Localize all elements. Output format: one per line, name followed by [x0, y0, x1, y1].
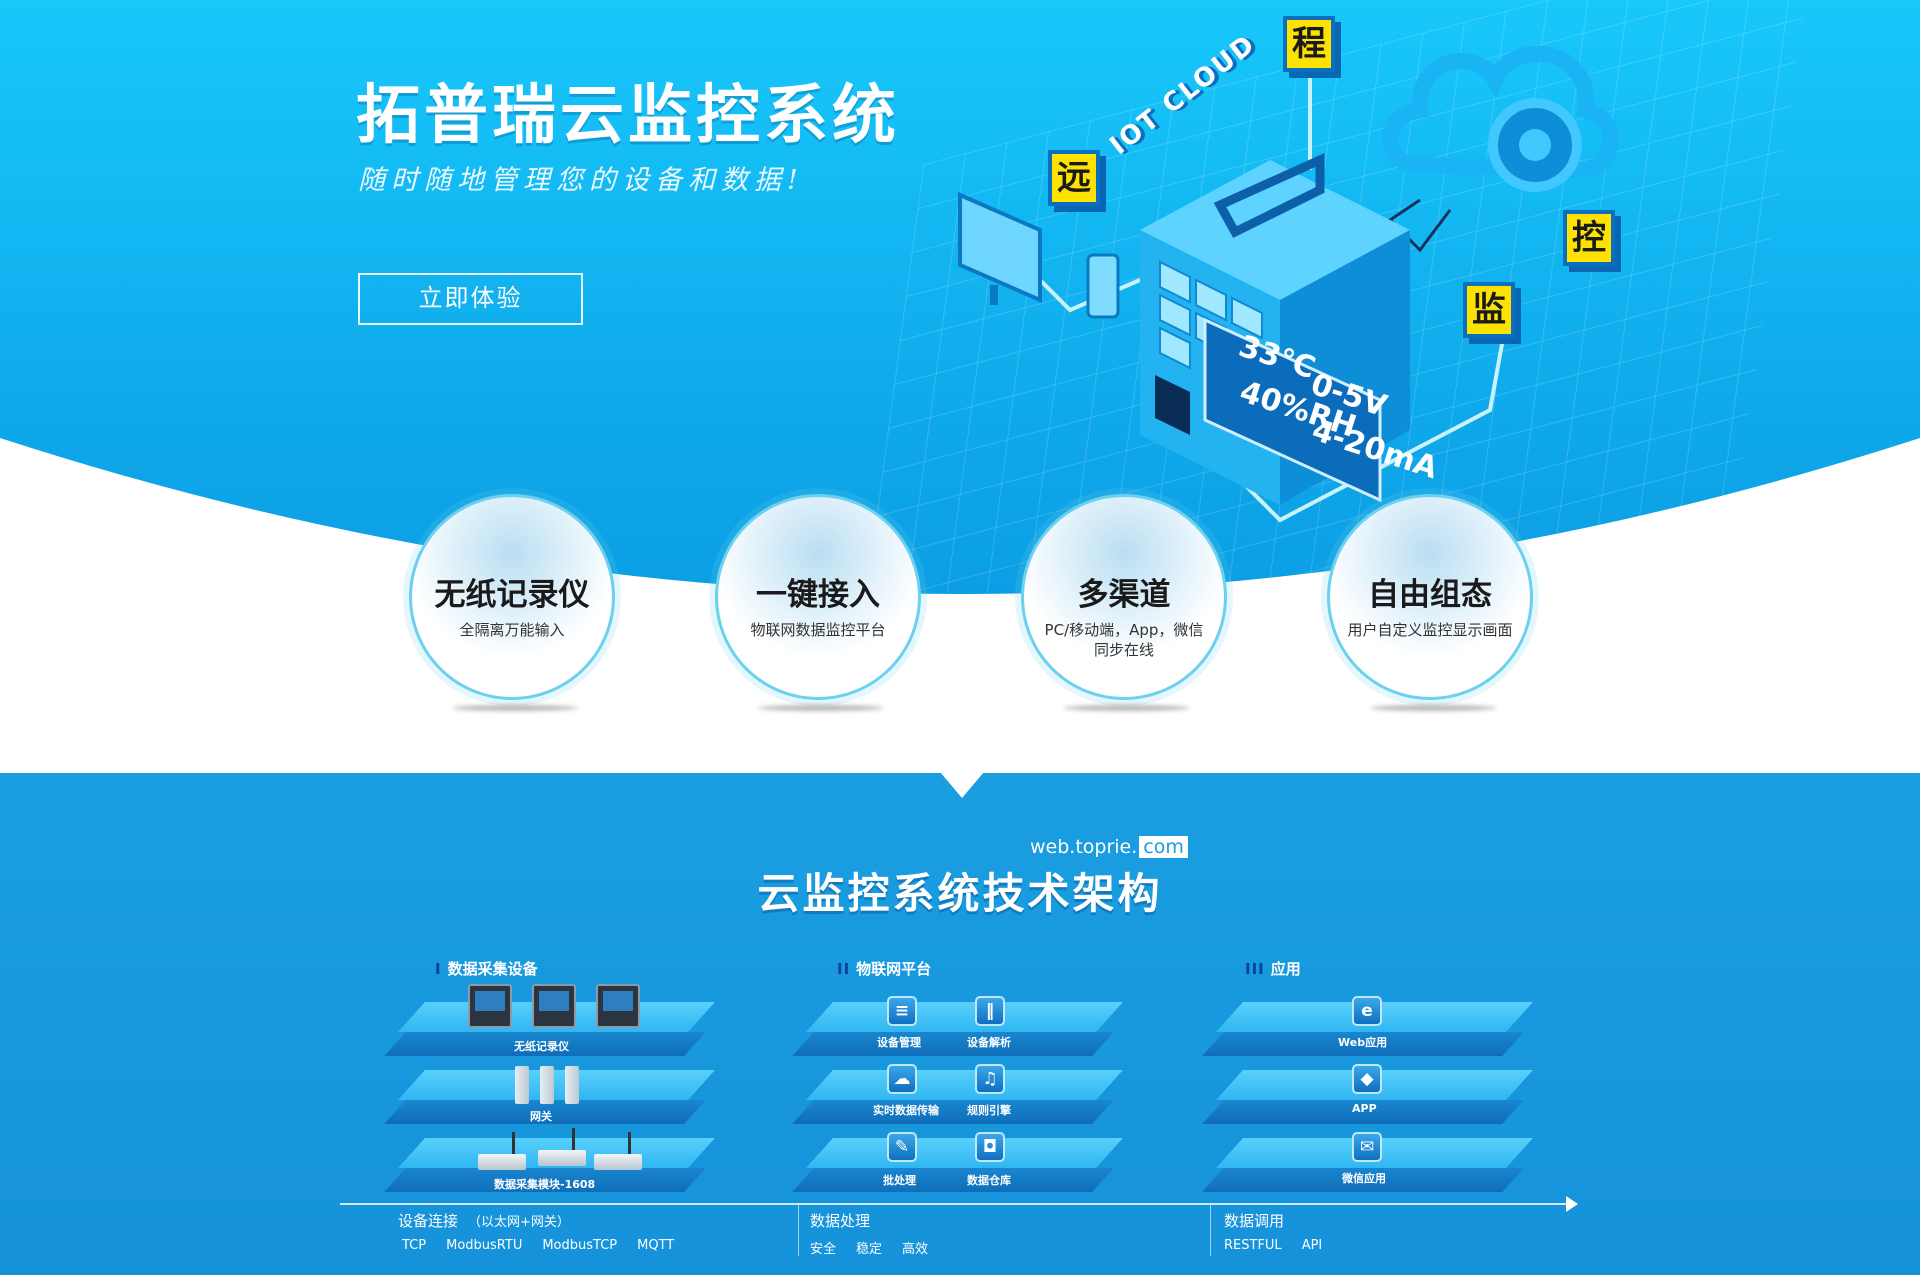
monitor-icon	[958, 191, 1042, 304]
wechat-icon: ✉	[1352, 1132, 1382, 1162]
architecture-title: 云监控系统技术架构	[757, 869, 1163, 918]
router-icon	[538, 1128, 586, 1166]
feature-desc: 用户自定义监控显示画面	[1347, 621, 1513, 639]
section-data-invocation: 数据调用	[1224, 1212, 1285, 1230]
gateway-icon	[540, 1066, 554, 1104]
feature-one-click-access[interactable]: 一键接入 物联网数据监控平台	[715, 494, 921, 711]
trait-item: 稳定	[856, 1242, 883, 1257]
platform-gateway[interactable]	[384, 1070, 715, 1124]
feature-title: 多渠道	[1077, 577, 1171, 613]
recorder-device-icon	[596, 984, 640, 1028]
platform-label: 实时数据传输	[873, 1104, 939, 1117]
platform-label: 数据采集模块-1608	[494, 1178, 596, 1191]
section-data-processing: 数据处理	[810, 1212, 871, 1230]
iot-illustration	[958, 40, 1512, 523]
method-item: API	[1301, 1238, 1323, 1253]
section-divider	[798, 1204, 799, 1256]
books-icon: ‖	[975, 996, 1005, 1026]
section-notch	[940, 772, 984, 798]
trait-item: 高效	[902, 1242, 929, 1257]
hero-title: 拓普瑞云监控系统	[356, 79, 900, 153]
domain-tag[interactable]: web.toprie.com	[1030, 836, 1188, 858]
document-edit-icon: ✎	[887, 1132, 917, 1162]
sign-yuan: 远	[1048, 150, 1100, 206]
device-connection-protocols: TCP ModbusRTU ModbusTCP MQTT	[402, 1238, 694, 1253]
database-icon: ≡	[887, 996, 917, 1026]
section-device-connection: 设备连接（以太网+网关）	[398, 1212, 570, 1230]
gateway-icon	[565, 1066, 579, 1104]
feature-title: 一键接入	[756, 577, 880, 613]
feature-desc: 全隔离万能输入	[459, 621, 565, 639]
data-processing-traits: 安全 稳定 高效	[810, 1238, 948, 1257]
feature-free-configuration[interactable]: 自由组态 用户自定义监控显示画面	[1327, 494, 1533, 711]
cube-icon: ◆	[1352, 1064, 1382, 1094]
platform-label: 无纸记录仪	[514, 1040, 569, 1053]
router-icon	[594, 1132, 642, 1170]
hero-bottom-curve	[0, 0, 1920, 775]
try-now-button[interactable]: 立即体验	[358, 273, 583, 325]
feature-desc: 物联网数据监控平台	[750, 621, 886, 639]
section-divider	[1210, 1204, 1211, 1256]
feature-desc: PC/移动端，App，微信同步在线	[1044, 621, 1204, 659]
phone-icon	[1086, 253, 1120, 319]
platform-iot-row-1[interactable]	[792, 1002, 1123, 1056]
architecture-axis	[340, 1203, 1570, 1205]
platform-label: 数据仓库	[967, 1174, 1011, 1187]
platform-label: 微信应用	[1342, 1172, 1386, 1185]
platform-iot-row-3[interactable]	[792, 1138, 1123, 1192]
arrow-right-icon	[1566, 1196, 1578, 1212]
platform-label: 批处理	[883, 1174, 916, 1187]
platform-label: APP	[1352, 1102, 1377, 1115]
hero-subtitle: 随时随地管理您的设备和数据!	[358, 165, 804, 196]
bell-icon: ♫	[975, 1064, 1005, 1094]
platform-label: 规则引擎	[967, 1104, 1011, 1117]
recorder-device-icon	[532, 984, 576, 1028]
sign-kong: 控	[1563, 210, 1615, 266]
platform-label: 网关	[530, 1110, 552, 1123]
ie-icon: e	[1352, 996, 1382, 1026]
platform-label: 设备管理	[877, 1036, 921, 1049]
method-item: RESTFUL	[1224, 1238, 1282, 1253]
feature-multi-channel[interactable]: 多渠道 PC/移动端，App，微信同步在线	[1021, 494, 1227, 711]
platform-iot-row-2[interactable]	[792, 1070, 1123, 1124]
router-icon	[478, 1132, 526, 1170]
sign-cheng: 程	[1283, 16, 1335, 72]
platform-label: Web应用	[1338, 1036, 1388, 1049]
sign-jian: 监	[1463, 282, 1515, 338]
cloud-upload-icon: ☁	[887, 1064, 917, 1094]
recorder-device-icon	[468, 984, 512, 1028]
data-invocation-methods: RESTFUL API	[1224, 1238, 1342, 1253]
protocol-item: MQTT	[637, 1238, 675, 1253]
feature-title: 自由组态	[1368, 577, 1492, 613]
feature-paperless-recorder[interactable]: 无纸记录仪 全隔离万能输入	[409, 494, 615, 711]
protocol-item: TCP	[402, 1238, 427, 1253]
gateway-icon	[515, 1066, 529, 1104]
protocol-item: ModbusRTU	[446, 1238, 523, 1253]
trait-item: 安全	[810, 1242, 837, 1257]
protocol-item: ModbusTCP	[542, 1238, 618, 1253]
cloud-gear-icon	[1382, 46, 1619, 192]
platform-label: 设备解析	[967, 1036, 1011, 1049]
feature-title: 无纸记录仪	[434, 577, 590, 613]
box-icon: ◘	[975, 1132, 1005, 1162]
